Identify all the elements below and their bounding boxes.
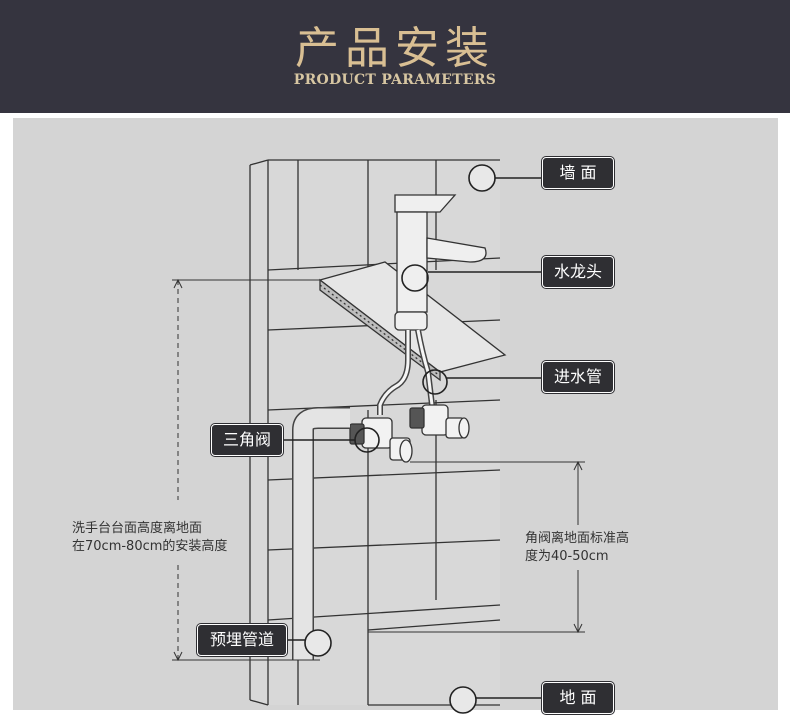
faucet-illustration [377,194,487,415]
callout-leaders [283,164,542,714]
embedded-pipe-label: 预埋管道 [197,624,287,656]
basin-height-note-line2: 在70cm-80cm的安装高度 [72,539,228,554]
dimension-lines [172,278,585,662]
valve-height-note-line2: 度为40-50cm [525,549,609,564]
angle-valve-illustration [349,404,470,463]
page-subtitle: PRODUCT PARAMETERS [293,72,497,88]
header-banner: 产品安装 PRODUCT PARAMETERS [0,0,790,113]
embedded-pipe-illustration [292,407,350,660]
valve-height-note-line1: 角阀离地面标准高 [525,531,630,546]
inlet-pipe-label: 进水管 [542,361,614,393]
wall-label: 墙 面 [542,157,614,189]
floor-label: 地 面 [542,682,614,714]
basin-height-note: 洗手台台面高度离地面 在70cm-80cm的安装高度 [72,520,227,556]
faucet-label: 水龙头 [542,256,614,288]
valve-height-note: 角阀离地面标准高 度为40-50cm [525,530,629,566]
basin-height-note-line1: 洗手台台面高度离地面 [72,521,203,536]
angle-valve-label: 三角阀 [211,424,283,456]
page-title: 产品安装 [295,23,495,74]
